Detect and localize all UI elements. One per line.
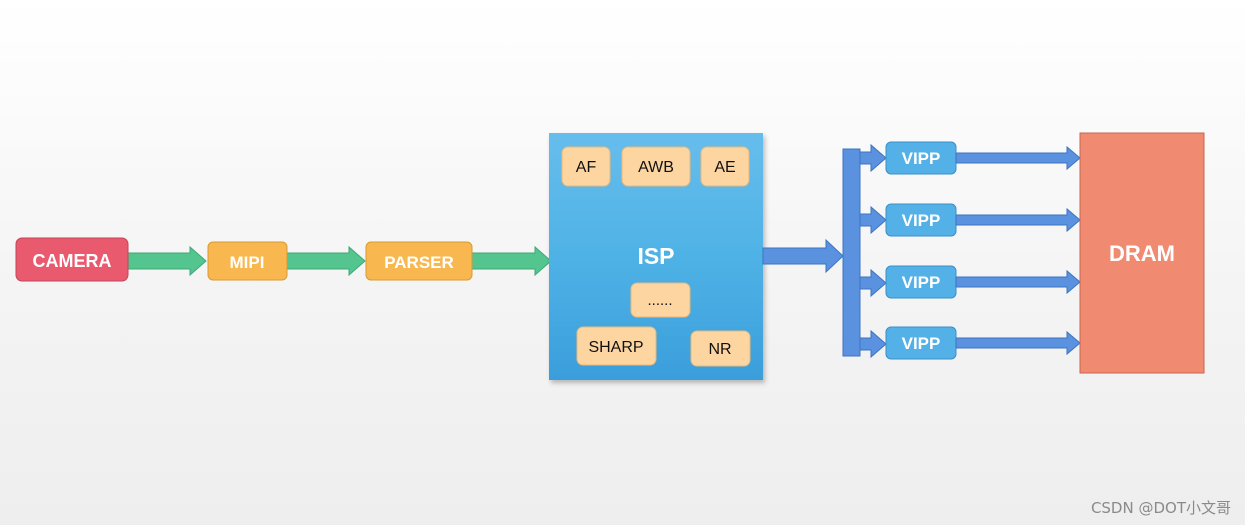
- arrow-camera-to-mipi: [127, 245, 207, 277]
- sharp-label: SHARP: [588, 339, 643, 356]
- af-label: AF: [576, 159, 597, 176]
- mipi-label: MIPI: [230, 253, 265, 272]
- vipp-label: VIPP: [902, 149, 941, 168]
- nr-label: NR: [708, 341, 731, 358]
- arrow-isp-to-bus: [762, 238, 844, 274]
- vipp-label: VIPP: [902, 273, 941, 292]
- parser-label: PARSER: [384, 253, 454, 272]
- dram-node: DRAM: [1079, 132, 1205, 374]
- vipp-node-3: VIPP: [885, 265, 957, 299]
- arrow-vipp-4-to-dram: [955, 330, 1081, 356]
- arrow-parser-to-isp: [471, 245, 552, 277]
- isp-module-nr: NR: [690, 330, 751, 367]
- more-modules-label: ......: [647, 292, 672, 309]
- distribution-bus: [842, 148, 861, 357]
- vipp-node-4: VIPP: [885, 326, 957, 360]
- camera-label: CAMERA: [33, 251, 112, 271]
- mipi-node: MIPI: [207, 241, 288, 281]
- arrow-bus-to-vipp-4: [859, 329, 887, 359]
- watermark-text: CSDN @DOT小文哥: [1090, 499, 1231, 517]
- arrow-vipp-2-to-dram: [955, 207, 1081, 233]
- isp-module-sharp: SHARP: [576, 326, 657, 366]
- parser-node: PARSER: [365, 241, 473, 281]
- camera-node: CAMERA: [15, 237, 129, 282]
- arrow-bus-to-vipp-3: [859, 268, 887, 298]
- isp-module-awb: AWB: [621, 146, 691, 187]
- arrow-bus-to-vipp-1: [859, 143, 887, 173]
- isp-module-ae: AE: [700, 146, 750, 187]
- vipp-node-2: VIPP: [885, 203, 957, 237]
- isp-label: ISP: [637, 243, 674, 269]
- vipp-label: VIPP: [902, 211, 941, 230]
- arrow-vipp-1-to-dram: [955, 145, 1081, 171]
- isp-block: ISP AF AWB AE ...... SHARP NR: [549, 133, 763, 380]
- arrow-vipp-3-to-dram: [955, 269, 1081, 295]
- arrow-mipi-to-parser: [286, 245, 366, 277]
- dram-label: DRAM: [1109, 241, 1175, 266]
- vipp-node-1: VIPP: [885, 141, 957, 175]
- vipp-label: VIPP: [902, 334, 941, 353]
- isp-module-more: ......: [630, 282, 691, 318]
- isp-module-af: AF: [561, 146, 611, 187]
- awb-label: AWB: [638, 159, 674, 176]
- ae-label: AE: [714, 159, 735, 176]
- arrow-bus-to-vipp-2: [859, 205, 887, 235]
